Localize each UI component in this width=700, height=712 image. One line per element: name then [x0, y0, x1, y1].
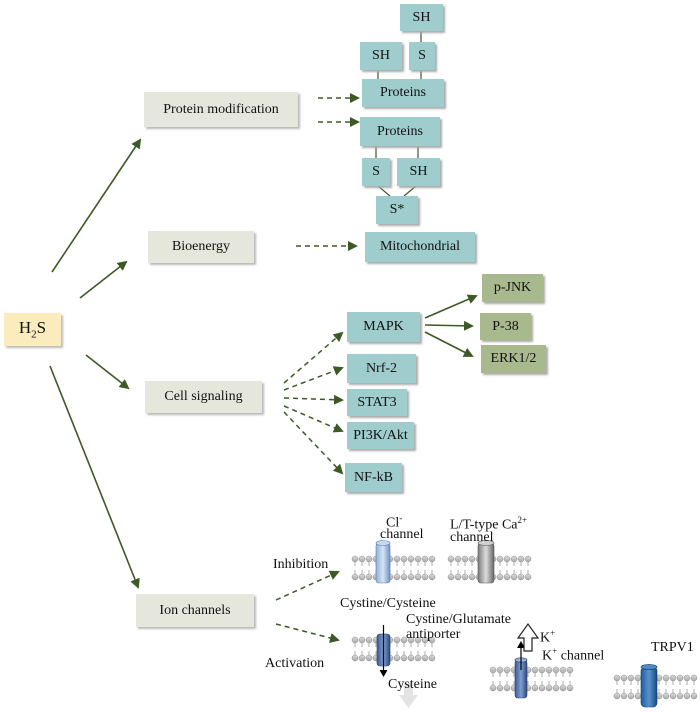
erk-box: ERK1/2 — [481, 345, 546, 373]
protein-connectors — [375, 31, 422, 197]
s-mid-box: S — [409, 42, 435, 70]
h2s-label: H2S — [18, 318, 47, 341]
ca-channel-icon — [477, 540, 495, 584]
pjnk-box: p-JNK — [482, 274, 543, 302]
dash-inhibition — [275, 570, 340, 601]
cystine-glutamate-label: Cystine/Glutamate — [406, 612, 511, 627]
arrow-to-ion — [49, 365, 140, 589]
arrow-to-bioenergy — [79, 260, 128, 299]
dashed-arrows — [275, 93, 360, 643]
arrow-to-protein — [51, 138, 142, 273]
activation-label: Activation — [265, 656, 325, 671]
nfkb-box: NF-kB — [345, 463, 402, 492]
dash-pi3k — [283, 405, 344, 433]
cysteine-label: Cysteine — [388, 677, 437, 692]
cl-channel-label: Cl- — [386, 513, 403, 531]
dash-mapk — [283, 331, 344, 384]
k-ion-label: K+ — [540, 628, 556, 646]
proteins-box-b: Proteins — [360, 117, 440, 146]
ca-channel-label-2: channel — [450, 530, 494, 545]
s-left-box: S — [362, 158, 390, 186]
category-protein-modification: Protein modification — [144, 92, 298, 127]
sh-right-box: SH — [397, 158, 440, 186]
p38-box: P-38 — [480, 313, 531, 340]
cysteine-gray-arrow-icon — [399, 683, 418, 708]
s-star-box: S* — [376, 196, 418, 224]
k-efflux-arrow-icon — [516, 622, 540, 652]
arrow-mapk-erk — [424, 331, 474, 357]
antiporter-label: antiporter — [406, 627, 461, 642]
trpv1-label: TRPV1 — [651, 640, 694, 655]
arrow-mapk-pjnk — [424, 294, 478, 319]
cystine-cysteine-label: Cystine/Cysteine — [340, 596, 436, 611]
dash-nrf2 — [283, 366, 344, 391]
h2s-node: H2S — [4, 313, 61, 346]
dash-activation — [275, 623, 340, 643]
pi3k-akt-box: PI3K/Akt — [347, 422, 414, 449]
membrane-k — [489, 666, 574, 692]
cl-channel-label-2: channel — [380, 527, 424, 542]
proteins-box-a: Proteins — [362, 79, 444, 107]
main-arrows — [49, 138, 478, 589]
mitochondrial-box: Mitochondrial — [365, 232, 475, 262]
category-cell-signaling: Cell signaling — [145, 381, 262, 413]
sh-left-box: SH — [360, 42, 402, 70]
k-channel-icon — [514, 641, 528, 699]
trpv1-channel-icon — [640, 664, 658, 708]
arrow-to-signaling — [85, 354, 130, 390]
category-ion-channels: Ion channels — [136, 594, 254, 627]
k-channel-label: K+ channel — [542, 646, 605, 664]
dash-stat3 — [283, 394, 344, 405]
sh-top-box: SH — [400, 4, 443, 31]
dash-nfkb — [283, 411, 344, 475]
category-bioenergy: Bioenergy — [148, 231, 254, 263]
stat3-box: STAT3 — [347, 389, 407, 416]
ca-channel-label: L/T-type Ca2+ — [450, 515, 528, 533]
nrf2-box: Nrf-2 — [347, 354, 416, 383]
inhibition-label: Inhibition — [273, 557, 329, 572]
antiporter-icon — [376, 625, 391, 677]
mapk-box: MAPK — [347, 312, 420, 342]
cl-channel-icon — [375, 540, 391, 584]
arrow-mapk-p38 — [424, 320, 474, 331]
